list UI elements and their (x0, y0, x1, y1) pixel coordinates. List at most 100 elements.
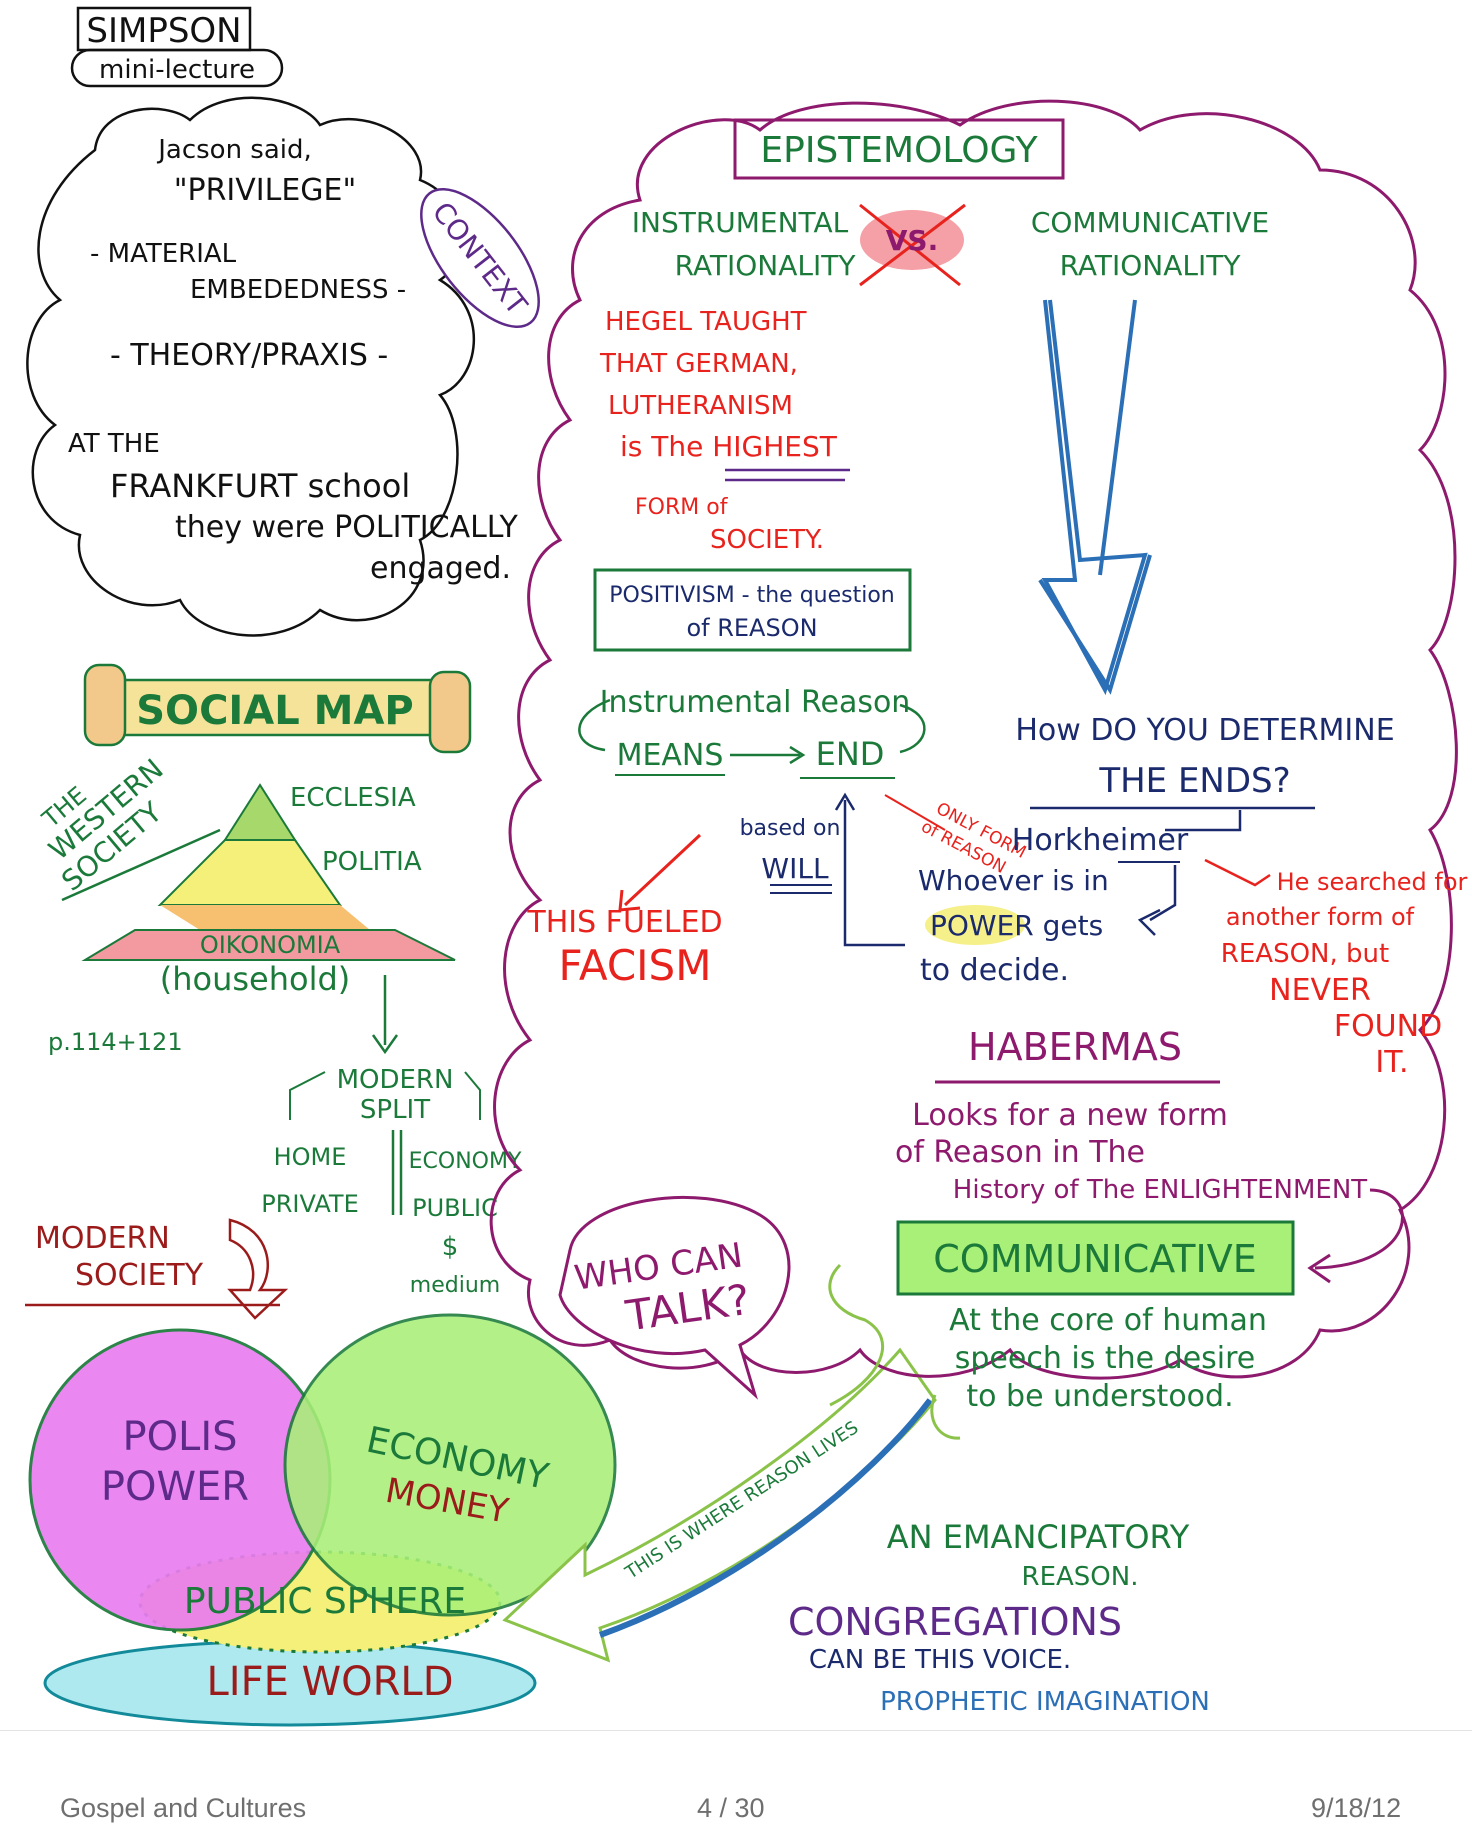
core-line-1: At the core of human (949, 1303, 1267, 1338)
footer-divider (0, 1730, 1472, 1731)
split-private: PRIVATE (261, 1190, 359, 1218)
header-subtitle: mini-lecture (99, 55, 255, 85)
whoever-line-3: to decide. (920, 953, 1069, 988)
context-line-4: EMBEDEDNESS - (190, 275, 406, 305)
big-down-arrow (1041, 299, 1148, 696)
context-cloud: Jacson said, "PRIVILEGE" - MATERIAL EMBE… (26, 96, 540, 637)
svg-text:FOUND: FOUND (1334, 1009, 1442, 1044)
positivism-line-1: POSITIVISM - the question (609, 583, 895, 608)
svg-text:LUTHERANISM: LUTHERANISM (608, 391, 793, 421)
context-tag: CONTEXT (420, 188, 540, 328)
positivism-line-2: of REASON (686, 614, 817, 642)
footer-course: Gospel and Cultures (60, 1793, 307, 1823)
core-line-2: speech is the desire (955, 1341, 1256, 1376)
modern-society-label-1: MODERN (35, 1221, 170, 1256)
context-line-5: - THEORY/PRAXIS - (110, 338, 388, 373)
communicative-box-label: COMMUNICATIVE (933, 1237, 1256, 1281)
based-on-label: based on (740, 816, 841, 841)
split-public: PUBLIC (412, 1194, 498, 1222)
power-highlight (925, 905, 1025, 945)
looks-line-3: History of The ENLIGHTENMENT (953, 1175, 1368, 1205)
habermas-label: HABERMAS (968, 1025, 1182, 1069)
will-label: WILL (761, 852, 829, 885)
pyramid-level-oikonomia: OIKONOMIA (200, 931, 341, 959)
context-line-2: "PRIVILEGE" (174, 173, 357, 208)
ends-question-2: THE ENDS? (1098, 761, 1290, 801)
svg-text:is The HIGHEST: is The HIGHEST (620, 430, 838, 463)
social-map-banner: SOCIAL MAP (83, 663, 472, 754)
western-society-label: THE WESTERN SOCIETY (36, 752, 169, 897)
svg-text:FORM of: FORM of (635, 495, 729, 520)
epistemology-title: EPISTEMOLOGY (760, 130, 1038, 171)
split-economy: ECONOMY (409, 1149, 522, 1174)
fueled-label: THIS FUELED (526, 905, 722, 940)
whoever-line-2: POWER gets (930, 909, 1103, 942)
public-sphere-label: PUBLIC SPHERE (184, 1581, 466, 1622)
searched-note: He searched for another form of REASON, … (1221, 868, 1468, 1080)
horkheimer-label: Horkheimer (1012, 823, 1189, 858)
social-map-title: SOCIAL MAP (136, 688, 414, 734)
who-can-talk-bubble (558, 1196, 791, 1400)
core-line-3: to be understood. (966, 1379, 1233, 1414)
instrumental-label-2: RATIONALITY (675, 249, 857, 282)
emancipatory-line-1: AN EMANCIPATORY (887, 1518, 1190, 1556)
reason-lives-arrow (502, 1347, 937, 1663)
svg-text:SOCIETY.: SOCIETY. (710, 525, 824, 555)
page-ref: p.114+121 (48, 1028, 183, 1056)
sketchnote-canvas: SIMPSON mini-lecture Jacson said, "PRIVI… (25, 6, 1468, 1727)
split-home: HOME (274, 1143, 347, 1171)
footer-date: 9/18/12 (1311, 1793, 1402, 1823)
economy-circle (283, 1313, 617, 1617)
money-symbol: $ (442, 1232, 459, 1262)
whoever-line-1: Whoever is in (918, 864, 1109, 897)
looks-line-2: of Reason in The (895, 1135, 1145, 1170)
communicative-label-2: RATIONALITY (1060, 249, 1242, 282)
context-line-6: AT THE (68, 429, 160, 459)
congregations-label: CONGREGATIONS (788, 1600, 1122, 1644)
epistemology-cloud: EPISTEMOLOGY INSTRUMENTAL RATIONALITY VS… (489, 99, 1468, 1717)
this-voice-label: CAN BE THIS VOICE. (809, 1645, 1071, 1675)
context-line-1: Jacson said, (156, 135, 312, 165)
end-label: END (816, 735, 885, 773)
hegel-note: HEGEL TAUGHT THAT GERMAN, LUTHERANISM is… (599, 307, 850, 555)
facism-label: FACISM (559, 941, 712, 990)
svg-text:MODERN: MODERN (337, 1065, 454, 1095)
context-line-7: FRANKFURT school (110, 467, 410, 505)
looks-line-1: Looks for a new form (912, 1098, 1228, 1133)
fueled-arrow (618, 833, 702, 912)
pyramid-level-ecclesia: ECCLESIA (290, 783, 416, 813)
life-world-label: LIFE WORLD (207, 1659, 454, 1705)
svg-text:another form of: another form of (1226, 903, 1415, 931)
instrumental-reason: Instrumental Reason (600, 685, 911, 720)
instrumental-label-1: INSTRUMENTAL (632, 206, 849, 239)
svg-text:REASON, but: REASON, but (1221, 939, 1389, 969)
positivism-box (593, 568, 912, 652)
social-pyramid: ECCLESIA POLITIA OIKONOMIA (81, 783, 456, 961)
ends-question-1: How DO YOU DETERMINE (1015, 713, 1394, 748)
context-line-3: - MATERIAL (90, 239, 237, 269)
header-title: SIMPSON (86, 11, 241, 51)
prophetic-label: PROPHETIC IMAGINATION (880, 1687, 1210, 1717)
svg-text:NEVER: NEVER (1269, 973, 1371, 1008)
communicative-label-1: COMMUNICATIVE (1031, 206, 1269, 239)
household-label: (household) (160, 960, 351, 998)
polis-label: POLIS (122, 1414, 237, 1460)
modern-society: MODERN SOCIETY POLIS POWER ECONOMY MONEY… (25, 1218, 937, 1727)
modern-split: MODERN SPLIT HOME PRIVATE ECONOMY PUBLIC… (261, 1065, 522, 1298)
means-label: MEANS (617, 738, 724, 773)
emancipatory-line-2: REASON. (1022, 1562, 1139, 1592)
svg-text:HEGEL TAUGHT: HEGEL TAUGHT (605, 307, 807, 337)
header-badge: SIMPSON mini-lecture (70, 6, 284, 88)
modern-society-label-2: SOCIETY (75, 1258, 204, 1293)
slide-footer: Gospel and Cultures 4 / 30 9/18/12 (0, 1730, 1472, 1848)
footer-page: 4 / 30 (697, 1793, 765, 1823)
svg-text:THAT GERMAN,: THAT GERMAN, (599, 349, 798, 379)
epistemology-title-box (733, 118, 1065, 180)
vs-label: VS. (886, 224, 938, 257)
context-line-9: engaged. (370, 551, 511, 586)
pyramid-level-politia: POLITIA (322, 847, 422, 877)
svg-text:IT.: IT. (1375, 1045, 1408, 1080)
svg-text:SPLIT: SPLIT (360, 1095, 430, 1125)
money-medium: medium (410, 1273, 500, 1298)
social-map: SOCIAL MAP THE WESTERN SOCIETY ECCLESIA … (36, 663, 522, 1298)
